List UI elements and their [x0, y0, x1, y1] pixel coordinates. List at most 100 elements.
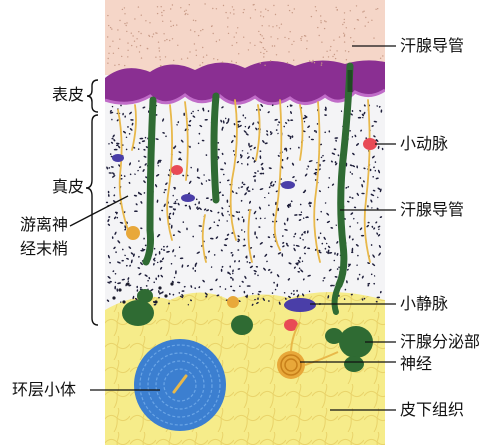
corneum-speckle — [287, 62, 288, 63]
corneum-speckle — [294, 8, 295, 9]
corneum-speckle — [320, 22, 321, 23]
corneum-speckle — [190, 29, 191, 30]
corneum-speckle — [212, 8, 213, 9]
corneum-speckle — [304, 35, 305, 36]
corneum-speckle — [187, 58, 188, 59]
corneum-speckle — [243, 12, 244, 13]
corneum-speckle — [113, 53, 114, 54]
corneum-speckle — [293, 41, 294, 42]
corneum-speckle — [187, 14, 188, 15]
pacinian-corpuscle — [134, 339, 226, 431]
corneum-speckle — [108, 25, 109, 26]
corneum-speckle — [176, 24, 177, 25]
dermis-cell — [134, 210, 138, 212]
corneum-speckle — [260, 15, 261, 16]
dermis-brace — [86, 115, 98, 325]
corneum-speckle — [155, 57, 156, 58]
corneum-speckle — [124, 7, 125, 8]
corneum-speckle — [132, 35, 133, 36]
corneum-speckle — [260, 41, 261, 42]
corneum-speckle — [136, 46, 137, 47]
corneum-speckle — [276, 54, 277, 55]
corneum-speckle — [255, 9, 256, 10]
corneum-speckle — [373, 37, 374, 38]
corneum-speckle — [380, 58, 381, 59]
corneum-speckle — [250, 42, 251, 43]
corneum-speckle — [365, 17, 366, 18]
corneum-speckle — [164, 40, 165, 41]
corneum-speckle — [270, 60, 271, 61]
corneum-speckle — [330, 50, 331, 51]
corneum-speckle — [330, 46, 331, 47]
corneum-speckle — [324, 28, 325, 29]
corneum-speckle — [250, 17, 251, 18]
label-small-artery: 小动脉 — [400, 135, 448, 153]
corneum-speckle — [141, 57, 142, 58]
corneum-speckle — [263, 56, 264, 57]
corneum-speckle — [261, 42, 262, 43]
corneum-speckle — [263, 16, 264, 17]
corneum-speckle — [321, 62, 322, 63]
label-epidermis: 表皮 — [52, 86, 84, 104]
corneum-speckle — [223, 5, 224, 6]
corneum-speckle — [202, 62, 203, 63]
corneum-speckle — [253, 4, 254, 5]
corneum-speckle — [234, 36, 235, 37]
corneum-speckle — [321, 42, 322, 43]
corneum-speckle — [161, 15, 162, 16]
corneum-speckle — [261, 35, 262, 36]
corneum-speckle — [160, 59, 161, 60]
dermis-cell — [243, 184, 246, 186]
corneum-speckle — [163, 33, 164, 34]
small-vein-b — [181, 194, 195, 202]
corneum-speckle — [260, 52, 261, 53]
corneum-speckle — [266, 51, 267, 52]
corneum-speckle — [316, 10, 317, 11]
corneum-speckle — [202, 47, 203, 48]
corneum-speckle — [324, 20, 325, 21]
corneum-speckle — [161, 12, 162, 13]
corneum-speckle — [194, 31, 195, 32]
corneum-speckle — [260, 11, 261, 12]
corneum-speckle — [166, 39, 167, 40]
corneum-speckle — [319, 35, 320, 36]
corneum-speckle — [114, 65, 115, 66]
corneum-speckle — [232, 45, 233, 46]
corneum-speckle — [213, 58, 214, 59]
corneum-speckle — [213, 33, 214, 34]
label-subcutaneous-tissue: 皮下组织 — [400, 401, 464, 419]
corneum-speckle — [181, 58, 182, 59]
corneum-speckle — [233, 9, 234, 10]
corneum-speckle — [107, 63, 108, 64]
corneum-speckle — [301, 40, 302, 41]
corneum-speckle — [139, 51, 140, 52]
dermis-cell — [114, 149, 118, 151]
corneum-speckle — [231, 61, 232, 62]
corneum-speckle — [195, 20, 196, 21]
corneum-speckle — [344, 34, 345, 35]
corneum-speckle — [117, 29, 118, 30]
corneum-speckle — [148, 35, 149, 36]
corneum-speckle — [198, 35, 199, 36]
corneum-speckle — [336, 50, 337, 51]
corneum-speckle — [140, 33, 141, 34]
dermis-cell — [318, 250, 320, 252]
corneum-speckle — [291, 44, 292, 45]
corneum-speckle — [344, 12, 345, 13]
corneum-speckle — [306, 40, 307, 41]
small-artery-a — [363, 138, 377, 150]
corneum-speckle — [292, 12, 293, 13]
corneum-speckle — [124, 23, 125, 24]
corneum-speckle — [138, 31, 139, 32]
corneum-speckle — [333, 40, 334, 41]
corneum-speckle — [204, 3, 205, 4]
corneum-speckle — [227, 17, 228, 18]
corneum-speckle — [126, 25, 127, 26]
corneum-speckle — [273, 5, 274, 6]
corneum-speckle — [121, 56, 122, 57]
corneum-speckle — [138, 6, 139, 7]
corneum-speckle — [107, 36, 108, 37]
corneum-speckle — [189, 51, 190, 52]
corneum-speckle — [127, 42, 128, 43]
corneum-speckle — [272, 45, 273, 46]
